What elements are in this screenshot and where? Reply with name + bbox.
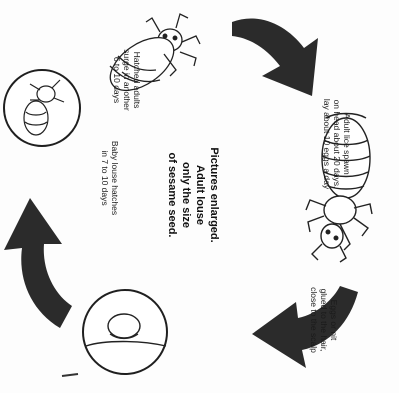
small-dash [62, 374, 78, 376]
nymph-magnifier [4, 70, 80, 146]
label-eggs-nit: Eggs or nit glued to the hair, close to … [299, 265, 339, 375]
curved-arrow-left [4, 198, 72, 328]
egg-magnifier [83, 290, 167, 374]
label-baby-louse: Baby louse hatches in 7 to 10 days [80, 118, 120, 238]
center-caption: Pictures enlarged. Adult louse only the … [151, 125, 221, 265]
label-adult-lice: Adult lice spawn on head about 20 days, … [292, 74, 352, 214]
